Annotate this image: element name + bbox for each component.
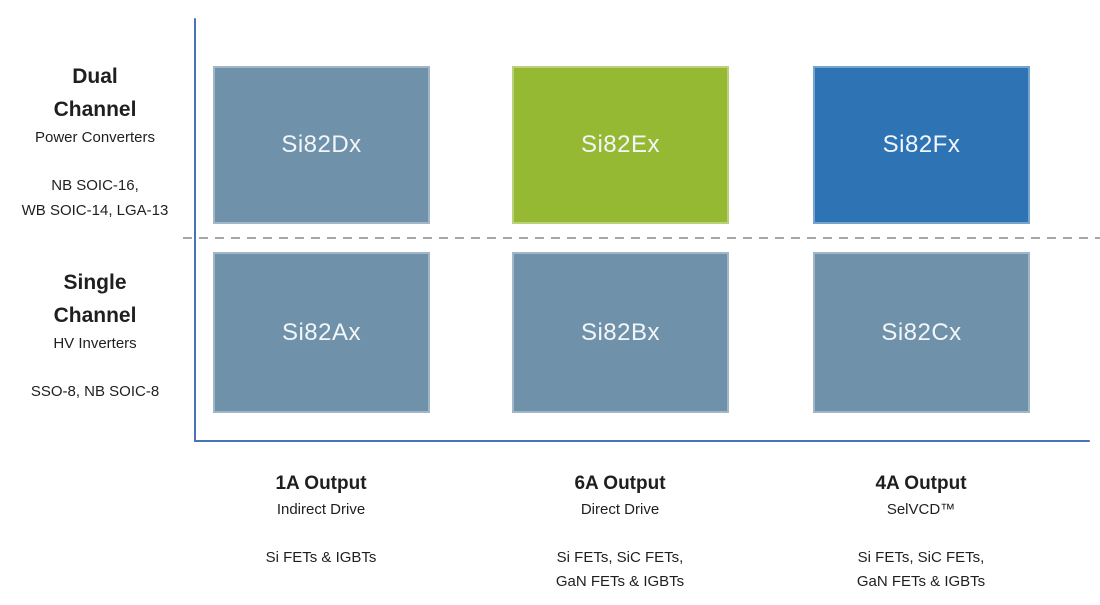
column-label-6a-output: 6A Output Direct Drive Si FETs, SiC FETs… <box>490 472 750 594</box>
row-label-single-channel: Single Channel HV Inverters SSO-8, NB SO… <box>0 266 190 404</box>
column-title: 1A Output <box>275 473 367 494</box>
cell-si82ax: Si82Ax <box>213 252 430 413</box>
row-subtitle: Power Converters <box>34 129 156 146</box>
part-number: Si82Fx <box>882 131 961 158</box>
cell-si82cx: Si82Cx <box>813 252 1030 413</box>
part-number: Si82Ax <box>281 318 362 346</box>
cell-si82ex: Si82Ex <box>512 66 729 224</box>
row-packages: SSO-8, NB SOIC-8 <box>30 383 160 400</box>
part-number: Si82Cx <box>881 318 962 346</box>
cell-si82fx: Si82Fx <box>813 66 1030 224</box>
y-axis-line <box>194 18 196 442</box>
cell-si82dx: Si82Dx <box>213 66 430 224</box>
row-subtitle: HV Inverters <box>53 335 137 352</box>
part-number: Si82Dx <box>281 131 362 158</box>
row-packages: NB SOIC-16, WB SOIC-14, LGA-13 <box>21 177 169 219</box>
x-axis-line <box>194 440 1090 442</box>
row-title: Single Channel <box>53 271 137 327</box>
column-label-1a-output: 1A Output Indirect Drive Si FETs & IGBTs <box>191 472 451 570</box>
column-subtitle: Direct Drive <box>580 501 660 518</box>
column-label-4a-output: 4A Output SelVCD™ Si FETs, SiC FETs, GaN… <box>791 472 1051 594</box>
cell-si82bx: Si82Bx <box>512 252 729 413</box>
column-devices: Si FETs, SiC FETs, GaN FETs & IGBTs <box>555 549 685 590</box>
column-subtitle: SelVCD™ <box>886 501 956 518</box>
column-devices: Si FETs, SiC FETs, GaN FETs & IGBTs <box>856 549 986 590</box>
column-title: 6A Output <box>574 473 666 494</box>
column-subtitle: Indirect Drive <box>276 501 366 518</box>
column-devices: Si FETs & IGBTs <box>265 549 377 566</box>
row-title: Dual Channel <box>53 65 137 121</box>
part-number: Si82Bx <box>580 318 661 346</box>
part-number: Si82Ex <box>580 131 661 158</box>
column-title: 4A Output <box>875 473 967 494</box>
row-divider-dashed-line <box>183 237 1100 239</box>
row-label-dual-channel: Dual Channel Power Converters NB SOIC-16… <box>0 60 190 223</box>
